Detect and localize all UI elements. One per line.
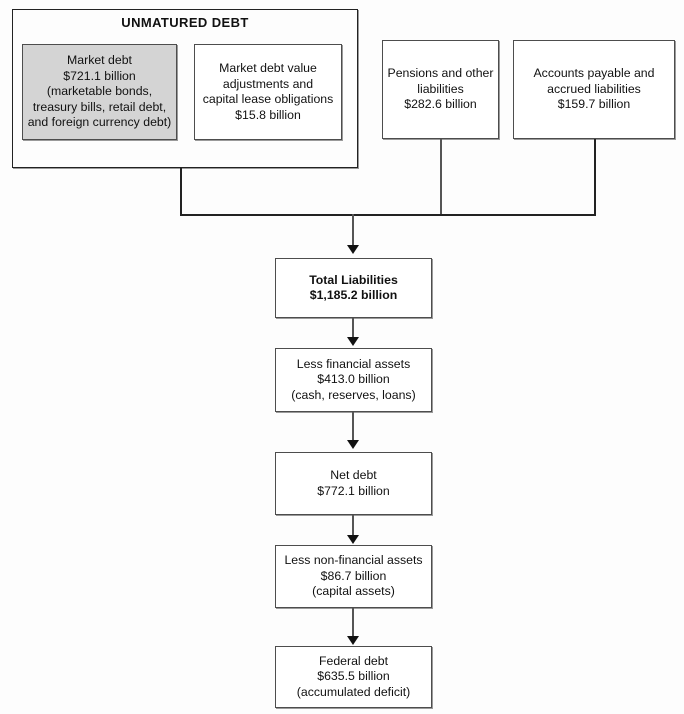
node-federal-debt-label: Federal debt $635.5 billion (accumulated… [296, 653, 411, 699]
connector-horizontal-bus [180, 214, 596, 216]
node-net-debt: Net debt $772.1 billion [275, 452, 432, 515]
node-less-non-financial-assets-label: Less non-financial assets $86.7 billion … [284, 553, 423, 599]
connector-pensions-down [440, 139, 442, 216]
node-market-debt-label: Market debt $721.1 billion (marketable b… [27, 53, 172, 130]
node-total-liabilities: Total Liabilities $1,185.2 billion [275, 258, 432, 318]
node-federal-debt: Federal debt $635.5 billion (accumulated… [275, 646, 432, 708]
unmatured-debt-group-title: UNMATURED DEBT [121, 15, 249, 30]
connector-less-financial-assets-to-net-debt [352, 412, 354, 441]
node-pensions-label: Pensions and other liabilities $282.6 bi… [387, 66, 494, 112]
node-net-debt-label: Net debt $772.1 billion [317, 468, 390, 498]
arrow-to-federal-debt [347, 636, 359, 645]
connector-unmatured-debt-down [180, 168, 182, 216]
connector-accounts-payable-down [594, 139, 596, 216]
arrow-to-total-liabilities [347, 245, 359, 254]
connector-net-debt-to-less-non-financial-assets [352, 515, 354, 537]
connector-less-non-financial-assets-to-federal-debt [352, 608, 354, 637]
node-market-debt-adjustments: Market debt value adjustments and capita… [194, 44, 342, 140]
node-less-financial-assets-label: Less financial assets $413.0 billion (ca… [291, 356, 416, 402]
node-pensions-and-other-liabilities: Pensions and other liabilities $282.6 bi… [382, 40, 499, 139]
node-market-debt: Market debt $721.1 billion (marketable b… [22, 44, 177, 140]
arrow-to-less-financial-assets [347, 337, 359, 346]
connector-bus-to-total-liabilities [352, 214, 354, 248]
node-less-financial-assets: Less financial assets $413.0 billion (ca… [275, 348, 432, 412]
arrow-to-less-non-financial-assets [347, 535, 359, 544]
node-accounts-payable: Accounts payable and accrued liabilities… [513, 40, 675, 139]
node-accounts-payable-label: Accounts payable and accrued liabilities… [533, 66, 655, 112]
node-total-liabilities-label: Total Liabilities $1,185.2 billion [309, 272, 398, 303]
node-less-non-financial-assets: Less non-financial assets $86.7 billion … [275, 545, 432, 608]
node-market-debt-adjustments-label: Market debt value adjustments and capita… [202, 61, 334, 122]
connector-total-liabilities-to-less-financial-assets [352, 318, 354, 339]
arrow-to-net-debt [347, 440, 359, 449]
